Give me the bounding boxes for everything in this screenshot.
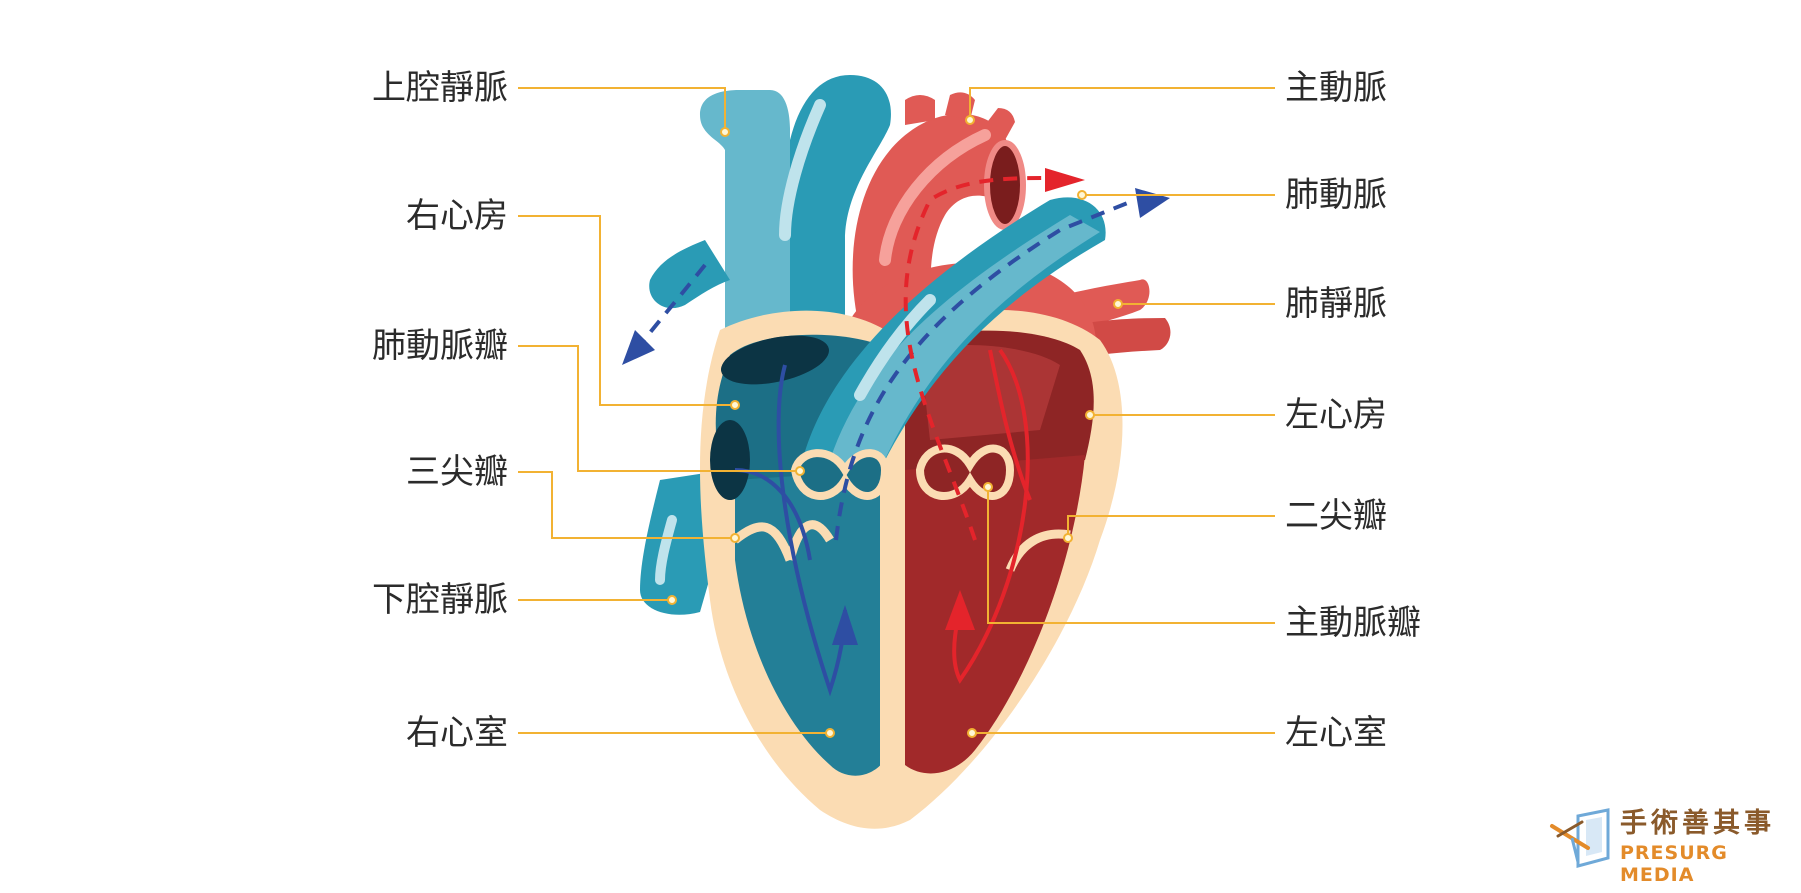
superior-vena-cava bbox=[700, 90, 790, 350]
leader-svc bbox=[518, 87, 726, 132]
ra-dark-2 bbox=[710, 420, 750, 500]
leader-pv-valve bbox=[518, 345, 800, 472]
label-left-ventricle: 左心室 bbox=[1285, 713, 1387, 753]
dot-ra bbox=[730, 400, 740, 410]
label-pulmonary-valve: 肺動脈瓣 bbox=[372, 326, 508, 366]
dot-svc bbox=[720, 127, 730, 137]
pulmonary-valve bbox=[790, 449, 890, 500]
dot-pv-valve bbox=[795, 466, 805, 476]
label-right-ventricle: 右心室 bbox=[406, 713, 508, 753]
presurg-logo-icon bbox=[1550, 808, 1610, 868]
pa-front-shade bbox=[830, 215, 1100, 470]
dot-aorta bbox=[965, 115, 975, 125]
label-right-atrium: 右心房 bbox=[406, 196, 508, 236]
aorta-branch-1 bbox=[905, 95, 935, 125]
pa-highlight bbox=[854, 294, 936, 401]
dot-pa bbox=[1077, 190, 1087, 200]
label-inferior-vena-cava: 下腔靜脈 bbox=[372, 580, 508, 620]
logo-name-en: PRESURG MEDIA bbox=[1620, 842, 1728, 886]
label-aorta: 主動脈 bbox=[1285, 68, 1387, 108]
dot-ivc bbox=[667, 595, 677, 605]
dot-la bbox=[1085, 410, 1095, 420]
blue-arrow-rv-up bbox=[832, 605, 858, 645]
label-aortic-valve: 主動脈瓣 bbox=[1285, 603, 1421, 643]
leader-lines bbox=[518, 87, 1275, 734]
leader-tricuspid bbox=[518, 471, 735, 539]
leader-mitral bbox=[1067, 515, 1275, 538]
logo-name-zh: 手術善其事 bbox=[1620, 808, 1775, 839]
dot-pulm-vein bbox=[1113, 299, 1123, 309]
label-superior-vena-cava: 上腔靜脈 bbox=[372, 68, 508, 108]
leader-dots bbox=[667, 115, 1123, 738]
aorta-opening bbox=[984, 140, 1026, 230]
svc-highlight bbox=[779, 99, 826, 241]
aorta-highlight bbox=[879, 129, 991, 266]
red-arrow-aorta bbox=[1045, 168, 1085, 192]
dot-rv bbox=[825, 728, 835, 738]
red-dash-aorta bbox=[903, 176, 1046, 541]
aorta-branch-3 bbox=[985, 108, 1015, 140]
pulmonary-artery-left-branch bbox=[649, 240, 730, 309]
leader-aorta bbox=[969, 87, 1275, 120]
leader-aortic-valve bbox=[987, 487, 1275, 624]
label-left-atrium: 左心房 bbox=[1285, 395, 1387, 435]
ivc-highlight bbox=[655, 515, 677, 585]
blue-dash-pa bbox=[834, 198, 1136, 541]
label-mitral-valve: 二尖瓣 bbox=[1285, 496, 1387, 536]
svc-right-tube bbox=[790, 75, 891, 340]
label-tricuspid-valve: 三尖瓣 bbox=[406, 452, 508, 492]
red-flow-la-2 bbox=[988, 349, 1032, 501]
dot-mitral bbox=[1063, 533, 1073, 543]
blue-arrow-left bbox=[622, 330, 655, 365]
dot-lv bbox=[967, 728, 977, 738]
dot-tricuspid bbox=[730, 533, 740, 543]
leader-ra bbox=[518, 215, 735, 406]
aorta-branch-2 bbox=[945, 92, 975, 120]
aortic-valve bbox=[915, 444, 1015, 500]
presurg-logo: 手術善其事 PRESURG MEDIA bbox=[1548, 808, 1788, 886]
ra-dark-1 bbox=[721, 335, 829, 385]
label-pulmonary-vein: 肺靜脈 bbox=[1285, 284, 1387, 324]
blue-arrow-pa bbox=[1135, 188, 1170, 218]
septum bbox=[880, 470, 905, 770]
blue-dash-left bbox=[638, 263, 707, 347]
dot-aortic-valve bbox=[983, 482, 993, 492]
red-arrow-lv-up bbox=[945, 590, 975, 630]
red-flow-la bbox=[952, 348, 1030, 684]
label-pulmonary-artery: 肺動脈 bbox=[1285, 175, 1387, 215]
